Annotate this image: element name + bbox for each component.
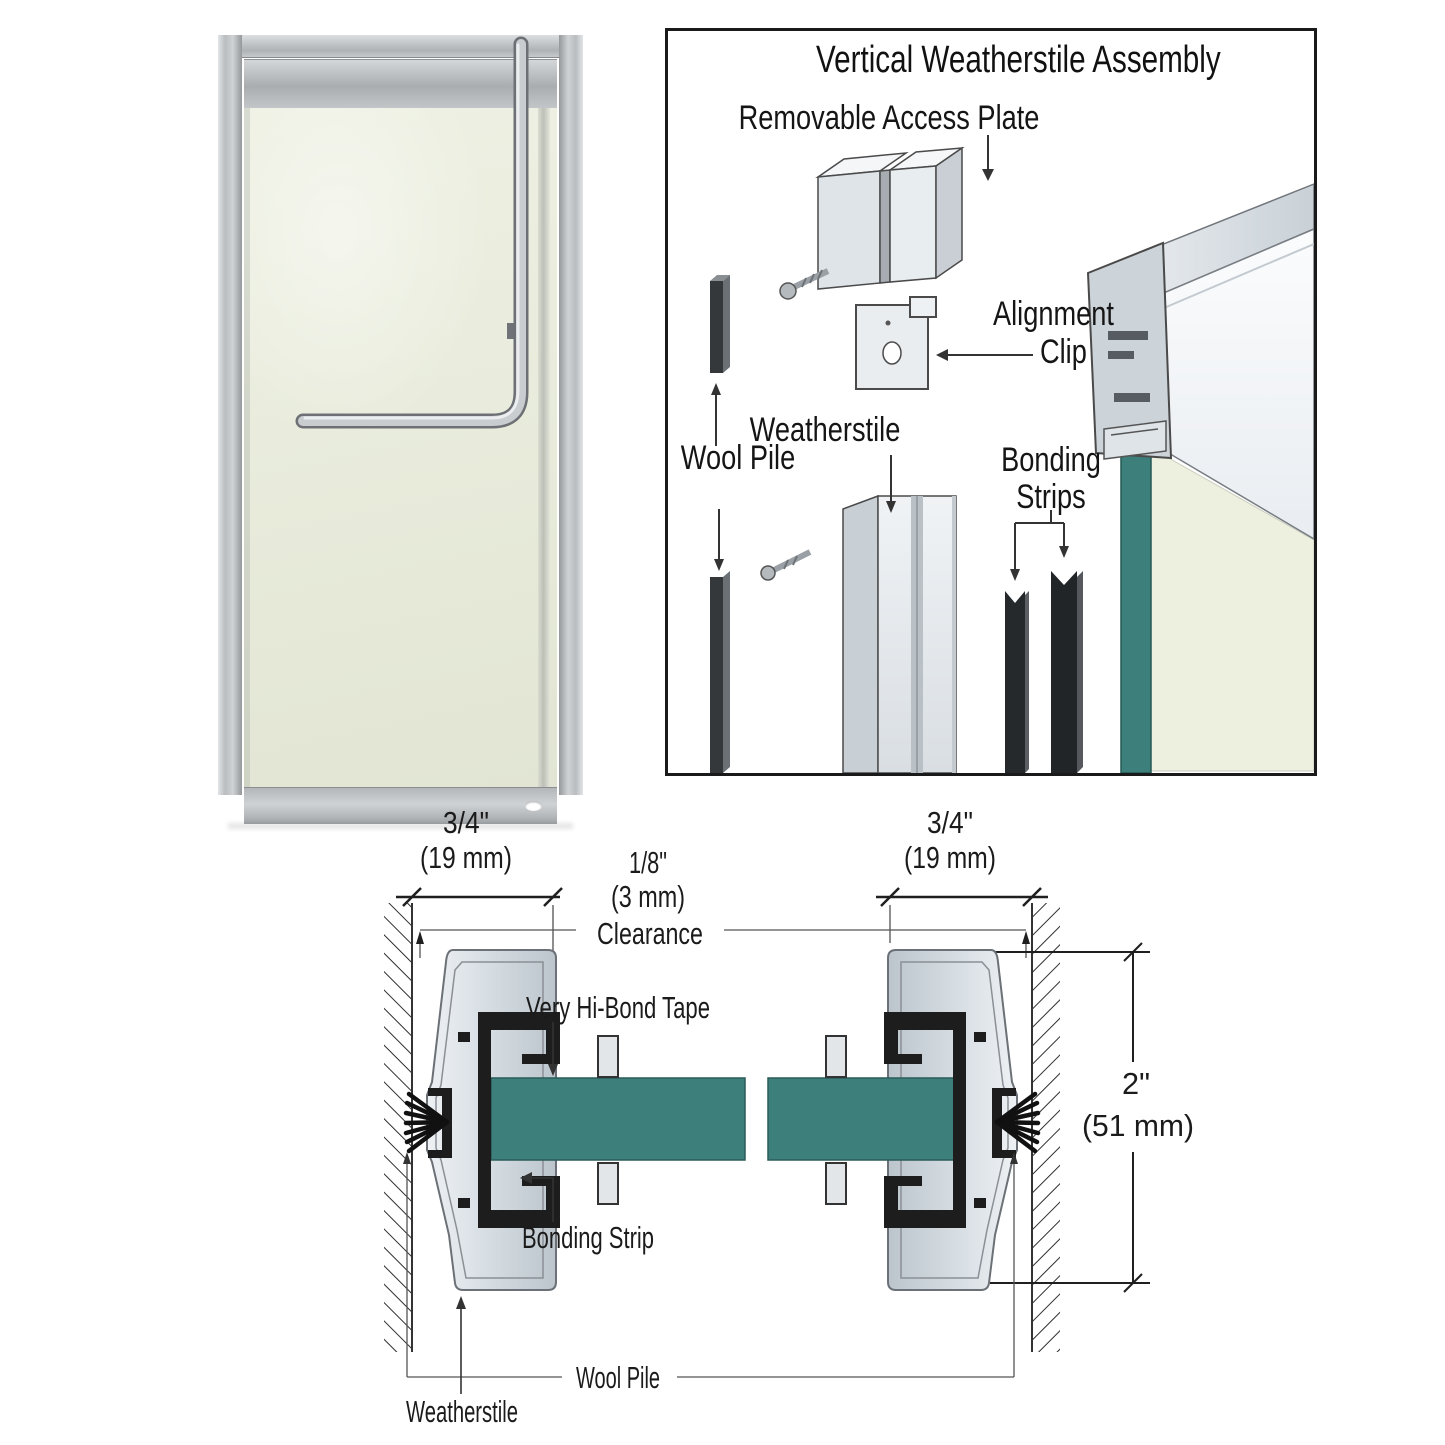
screw-icon: [760, 549, 812, 581]
label-wool-pile: Wool Pile: [680, 439, 796, 477]
label-bonding-strips: Strips: [1016, 478, 1086, 516]
label-weatherstile: Weatherstile: [406, 1394, 518, 1429]
screw-icon: [779, 268, 830, 300]
glass-lite-right: [767, 1077, 955, 1161]
dim-height-metric: (51 mm): [1082, 1108, 1194, 1143]
wall-hatch-left: [384, 903, 413, 1352]
removable-access-plate-3d: [815, 146, 965, 290]
glass-reflection: [244, 108, 557, 787]
wool-pile-brush-right: [994, 1091, 1041, 1154]
dim-clearance-caption: Clearance: [597, 916, 703, 951]
label-alignment-clip: Clip: [1040, 333, 1087, 371]
panel-title: Vertical Weatherstile Assembly: [816, 39, 1221, 81]
wool-pile-strip-upper: [710, 275, 730, 373]
push-bar-outline: [295, 36, 529, 429]
wool-pile-brush-left: [403, 1091, 450, 1154]
dim-left-inches: 3/4": [443, 805, 489, 840]
arrow-down-icon: [714, 509, 724, 571]
bonding-strip-left-3d: [1005, 591, 1029, 773]
dim-height-inches: 2": [1122, 1066, 1150, 1101]
door-frame-head: [242, 35, 559, 58]
door-shadow: [228, 823, 573, 829]
cross-section-drawing: 3/4" (19 mm) 1/8" (3 mm) Clearance 3/4" …: [384, 805, 1194, 1429]
dimension-texts: 3/4" (19 mm) 1/8" (3 mm) Clearance 3/4" …: [420, 805, 1194, 1143]
glass-lite-left: [490, 1077, 746, 1161]
dim-center-metric: (3 mm): [611, 879, 685, 914]
door-bottom-rail: [244, 787, 557, 824]
door-photo: [218, 35, 583, 829]
door-lock-stile: [538, 108, 550, 787]
push-bar-tube: [298, 39, 526, 426]
glass-left-edge-shadow: [244, 108, 250, 787]
arrow-down-icon: [982, 135, 994, 181]
label-bonding-strip: Bonding Strip: [522, 1220, 654, 1255]
door-frame-left-jamb: [218, 35, 242, 795]
wall-hatch-right: [1031, 903, 1060, 1352]
dim-right-inches: 3/4": [927, 805, 973, 840]
bonding-strips-bracket: [1010, 510, 1069, 581]
assembly-diagram-panel: Vertical Weatherstile Assembly Removable…: [665, 28, 1317, 776]
door-push-bar-art: [295, 36, 529, 429]
leader-lines: [403, 1022, 1018, 1394]
label-weatherstile: Weatherstile: [749, 411, 901, 449]
label-removable-access-plate: Removable Access Plate: [738, 99, 1040, 137]
door-rail-assembly-3d: [1086, 183, 1314, 773]
push-bar-highlight: [303, 43, 520, 420]
bottom-rail-hole: [525, 801, 542, 811]
label-wool-pile: Wool Pile: [576, 1360, 660, 1395]
wool-pile-strip-lower: [710, 571, 730, 773]
bonding-strip-right-3d: [1051, 571, 1083, 773]
assembly-exploded-art: [710, 135, 1314, 773]
arrow-down-icon: [886, 455, 896, 513]
dim-center-inches: 1/8": [629, 845, 667, 880]
callout-texts: Very Hi-Bond Tape Bonding Strip Wool Pil…: [406, 990, 710, 1429]
label-alignment: Alignment: [993, 295, 1114, 333]
door-glass: [244, 108, 557, 787]
label-very-hi-bond-tape: Very Hi-Bond Tape: [526, 990, 710, 1025]
arrow-up-icon: [711, 383, 721, 446]
weatherstile-profile-3d: [842, 494, 957, 773]
weatherstile-profile-left-inner: [435, 961, 544, 1279]
arrow-left-icon: [936, 349, 1033, 361]
label-bonding: Bonding: [1001, 441, 1101, 479]
weatherstile-profile-right-inner: [900, 961, 1009, 1279]
very-hi-bond-tape-pads: [597, 1035, 847, 1205]
alignment-clip-3d: [855, 296, 937, 390]
dim-right-metric: (19 mm): [904, 840, 996, 875]
dimension-lines: [396, 887, 1150, 1293]
door-top-rail: [244, 59, 557, 109]
door-frame-right-jamb: [559, 35, 583, 795]
dim-left-metric: (19 mm): [420, 840, 512, 875]
